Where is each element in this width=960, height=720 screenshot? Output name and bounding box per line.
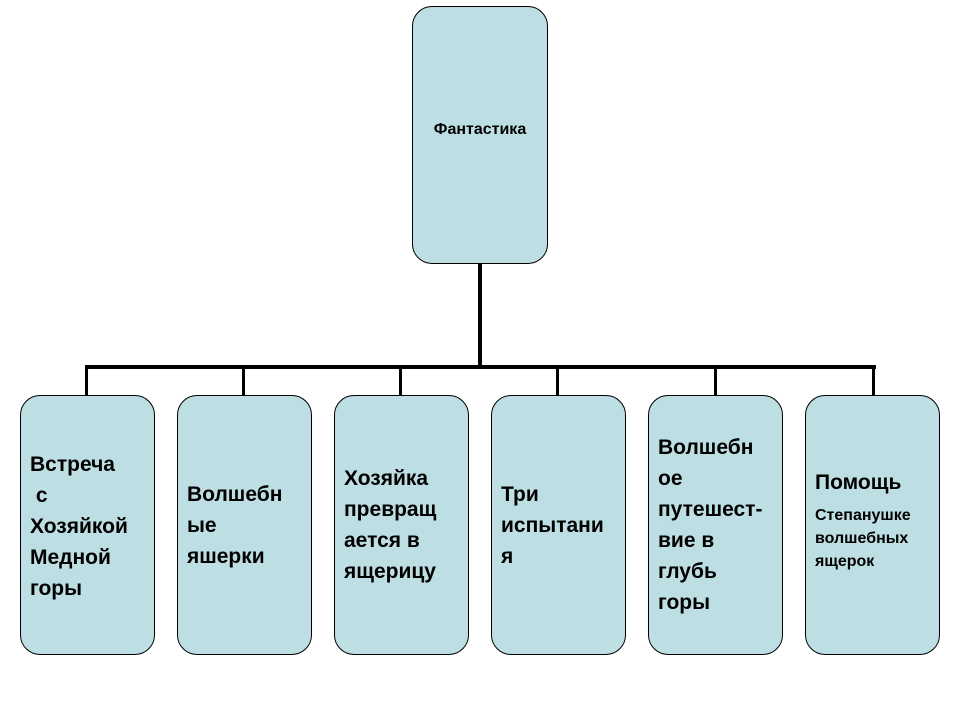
connector-trunk — [478, 264, 482, 368]
child-node-journey: Волшебн ое путешест- вие в глубь горы — [648, 395, 783, 655]
root-node: Фантастика — [412, 6, 548, 264]
connector-drop-1 — [85, 365, 88, 395]
child-node-magic-lizards: Волшебн ые яшерки — [177, 395, 312, 655]
connector-drop-4 — [556, 365, 559, 395]
child-node-label: Волшебн ые яшерки — [187, 482, 283, 568]
connector-bus — [85, 365, 876, 369]
child-node-label: Волшебн ое путешест- вие в глубь горы — [658, 436, 763, 614]
child-node-meeting: Встреча с Хозяйкой Медной горы — [20, 395, 155, 655]
connector-drop-2 — [242, 365, 245, 395]
connector-drop-3 — [399, 365, 402, 395]
child-node-three-trials: Три испытани я — [491, 395, 626, 655]
root-node-label: Фантастика — [433, 121, 527, 138]
connector-drop-6 — [872, 365, 875, 395]
child-node-label: Помощь — [815, 471, 902, 494]
child-node-help: Помощь Степанушке волшебных ящерок — [805, 395, 940, 655]
child-node-transformation: Хозяйка превращ ается в ящерицу — [334, 395, 469, 655]
connector-drop-5 — [714, 365, 717, 395]
child-node-sublabel: Степанушке волшебных ящерок — [815, 507, 911, 570]
child-node-label: Хозяйка превращ ается в ящерицу — [344, 467, 437, 583]
child-node-label: Три испытани я — [501, 482, 604, 568]
child-node-label: Встреча с Хозяйкой Медной горы — [30, 452, 128, 600]
